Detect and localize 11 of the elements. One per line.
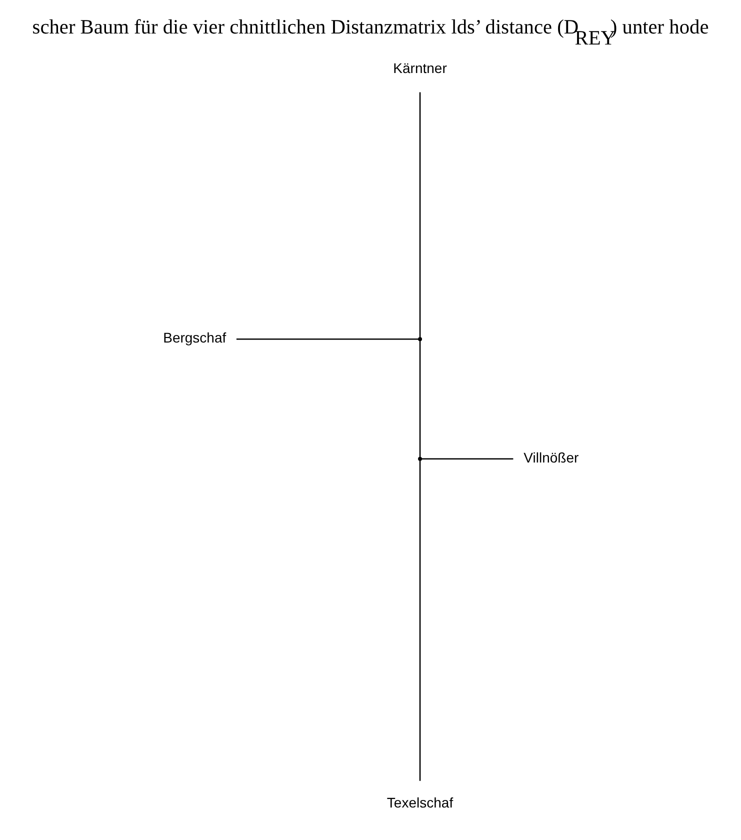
node-point	[418, 456, 422, 461]
node-point	[418, 337, 422, 342]
node-text: Texelschaf	[386, 794, 453, 810]
node-text: Villnößer	[523, 449, 578, 466]
connector	[418, 460, 420, 781]
connector	[418, 340, 420, 458]
connector	[418, 92, 420, 338]
node-text: Kärntner	[392, 60, 446, 76]
connector	[421, 458, 513, 460]
node-text: Bergschaf	[162, 330, 226, 346]
connector	[236, 338, 418, 340]
